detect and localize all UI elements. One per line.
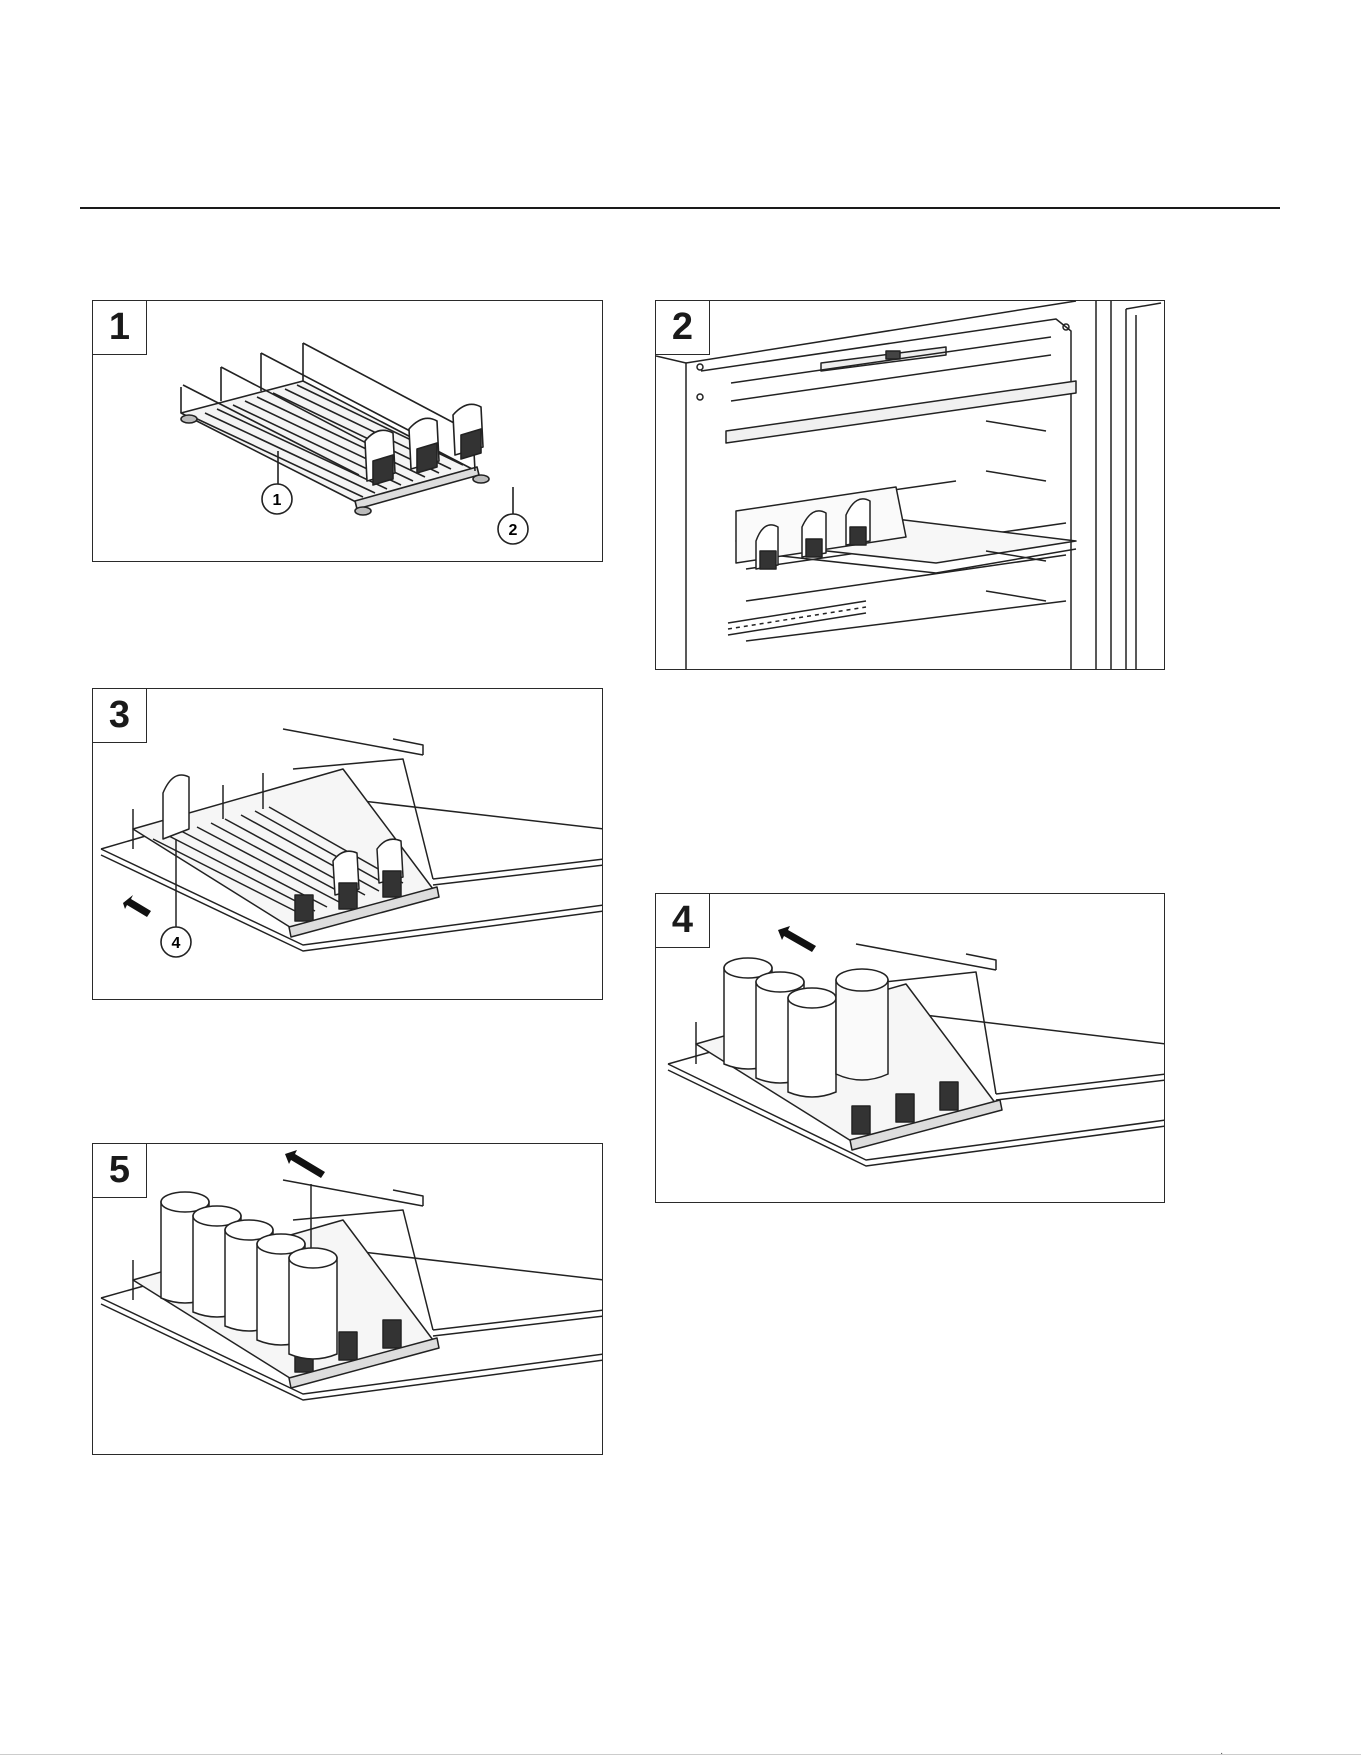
refrigerator-interior-illustration: [656, 301, 1165, 670]
arrow-up-left-icon: [778, 926, 816, 952]
step-number-1: 1: [93, 301, 147, 355]
figure-step-5: 5: [92, 1143, 603, 1455]
figure-step-1: 1: [92, 300, 603, 562]
step-number-4: 4: [656, 894, 710, 948]
step-number-2: 2: [656, 301, 710, 355]
can-rack-illustration: 1 2: [93, 301, 603, 562]
callout-1-label: 1: [273, 492, 282, 509]
callout-2-label: 2: [509, 522, 518, 539]
footer-rule: [0, 1754, 1361, 1755]
figure-step-2: 2: [655, 300, 1165, 670]
figure-step-3: 3: [92, 688, 603, 1000]
step-number-5: 5: [93, 1144, 147, 1198]
arrow-left-icon: [123, 895, 151, 917]
loading-cans-illustration: [656, 894, 1165, 1203]
header-rule: [80, 207, 1280, 209]
filled-rack-illustration: [93, 1144, 603, 1455]
arrow-up-left-icon: [285, 1150, 325, 1178]
page-corner-mark: ·: [1220, 1748, 1223, 1759]
step-number-3: 3: [93, 689, 147, 743]
figure-step-4: 4: [655, 893, 1165, 1203]
rack-slide-illustration: 4: [93, 689, 603, 1000]
callout-4-label: 4: [172, 935, 181, 952]
